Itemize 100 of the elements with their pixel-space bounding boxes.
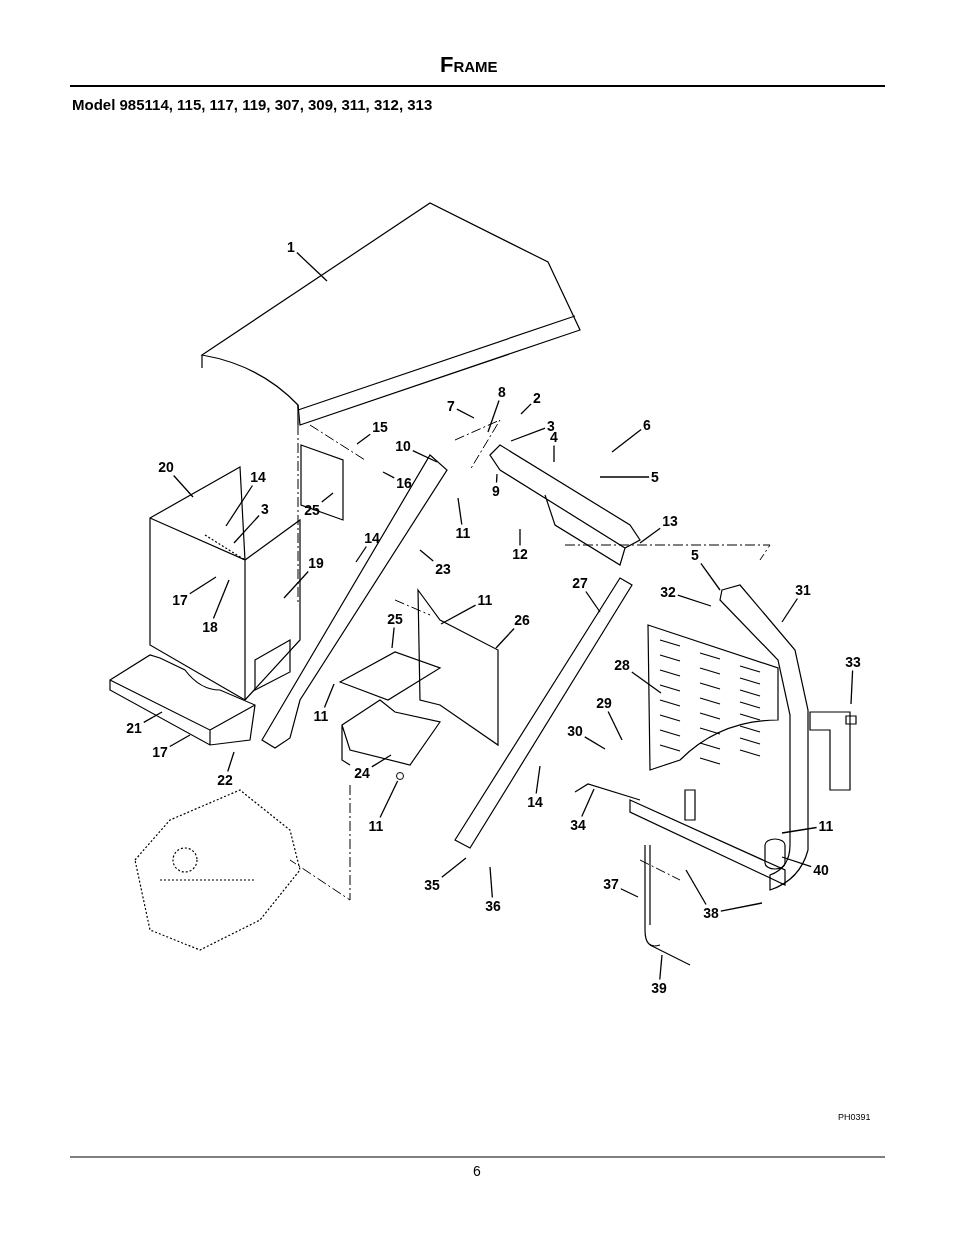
leader-line	[495, 627, 515, 649]
callout-number: 12	[512, 546, 528, 562]
callout-number: 26	[514, 612, 530, 628]
callout-number: 34	[570, 817, 586, 833]
leader-line	[700, 562, 721, 591]
callout-number: 13	[662, 513, 678, 529]
leader-line	[441, 857, 467, 878]
leader-line	[495, 473, 498, 484]
leader-line	[225, 484, 254, 527]
leader-line	[535, 765, 541, 795]
callout-number: 31	[795, 582, 811, 598]
callout-number: 7	[447, 398, 455, 414]
callout-number: 23	[435, 561, 451, 577]
callout-number: 29	[596, 695, 612, 711]
callout-number: 5	[651, 469, 659, 485]
callout-number: 40	[813, 862, 829, 878]
leader-line	[720, 902, 763, 912]
callout-number: 17	[152, 744, 168, 760]
leader-line	[585, 590, 601, 613]
leader-line	[487, 399, 500, 433]
leader-line	[599, 476, 650, 478]
callout-number: 1	[287, 239, 295, 255]
callout-number: 37	[603, 876, 619, 892]
callout-number: 11	[477, 592, 493, 608]
callout-number: 27	[572, 575, 588, 591]
callout-number: 11	[455, 525, 471, 541]
leader-line	[227, 751, 235, 773]
callout-number: 38	[703, 905, 719, 921]
page-number: 6	[473, 1163, 481, 1179]
callout-number: 8	[498, 384, 506, 400]
callout-number: 35	[424, 877, 440, 893]
leader-line	[639, 527, 661, 544]
callout-number: 18	[202, 619, 218, 635]
leader-line	[356, 433, 371, 445]
drawing-code: PH0391	[838, 1112, 871, 1122]
leader-line	[371, 754, 392, 768]
callout-number: 19	[308, 555, 324, 571]
leader-line	[620, 888, 639, 898]
leader-line	[581, 788, 595, 818]
leader-line	[169, 734, 191, 748]
leader-line	[355, 545, 367, 563]
leader-line	[143, 711, 163, 724]
callout-number: 2	[533, 390, 541, 406]
page-title: Frame	[440, 52, 498, 78]
leader-line	[519, 528, 521, 547]
model-heading: Model 985114, 115, 117, 119, 307, 309, 311, 312, 313	[72, 96, 433, 113]
leader-line	[189, 576, 217, 595]
leader-line	[296, 251, 328, 282]
leader-line	[382, 471, 395, 479]
leader-line	[607, 710, 623, 741]
leader-line	[489, 866, 493, 899]
callout-number: 20	[158, 459, 174, 475]
callout-number: 24	[354, 765, 370, 781]
leader-line	[685, 869, 707, 906]
callout-number: 28	[614, 657, 630, 673]
leader-line	[419, 549, 434, 562]
callout-number: 22	[217, 772, 233, 788]
callout-number: 4	[550, 429, 558, 445]
leader-line	[584, 736, 606, 750]
leader-line	[391, 626, 395, 649]
leader-line	[611, 428, 642, 453]
leader-line	[631, 671, 662, 694]
callout-number: 11	[313, 708, 329, 724]
callout-number: 32	[660, 584, 676, 600]
callout-number: 36	[485, 898, 501, 914]
leader-line	[457, 497, 463, 526]
callout-number: 9	[492, 483, 500, 499]
callout-number: 14	[527, 794, 543, 810]
callout-number: 17	[172, 592, 188, 608]
leader-line	[510, 427, 546, 442]
leader-line	[212, 579, 230, 620]
leader-line	[412, 449, 438, 463]
leader-line	[323, 683, 335, 709]
leader-line	[659, 954, 663, 981]
callout-number: 21	[126, 720, 142, 736]
callout-number: 15	[372, 419, 388, 435]
leader-line	[233, 514, 260, 544]
callout-number: 14	[250, 469, 266, 485]
callout-number: 39	[651, 980, 667, 996]
callout-number: 5	[691, 547, 699, 563]
callout-number: 6	[643, 417, 651, 433]
leader-line	[781, 597, 799, 623]
leader-line	[173, 474, 194, 498]
leader-line	[520, 403, 532, 415]
callout-number: 11	[368, 818, 384, 834]
callout-number: 33	[845, 654, 861, 670]
callout-number: 25	[387, 611, 403, 627]
leader-line	[553, 444, 555, 463]
leader-line	[781, 856, 812, 868]
leader-line	[379, 780, 399, 819]
leader-line	[440, 604, 477, 625]
callout-number: 10	[395, 438, 411, 454]
leader-line	[677, 594, 712, 607]
leader-line	[850, 669, 854, 705]
leader-line	[781, 826, 818, 834]
leader-line	[321, 492, 334, 503]
callout-number: 14	[364, 530, 380, 546]
callout-number: 16	[396, 475, 412, 491]
callout-number: 30	[567, 723, 583, 739]
callout-number: 11	[818, 818, 834, 834]
